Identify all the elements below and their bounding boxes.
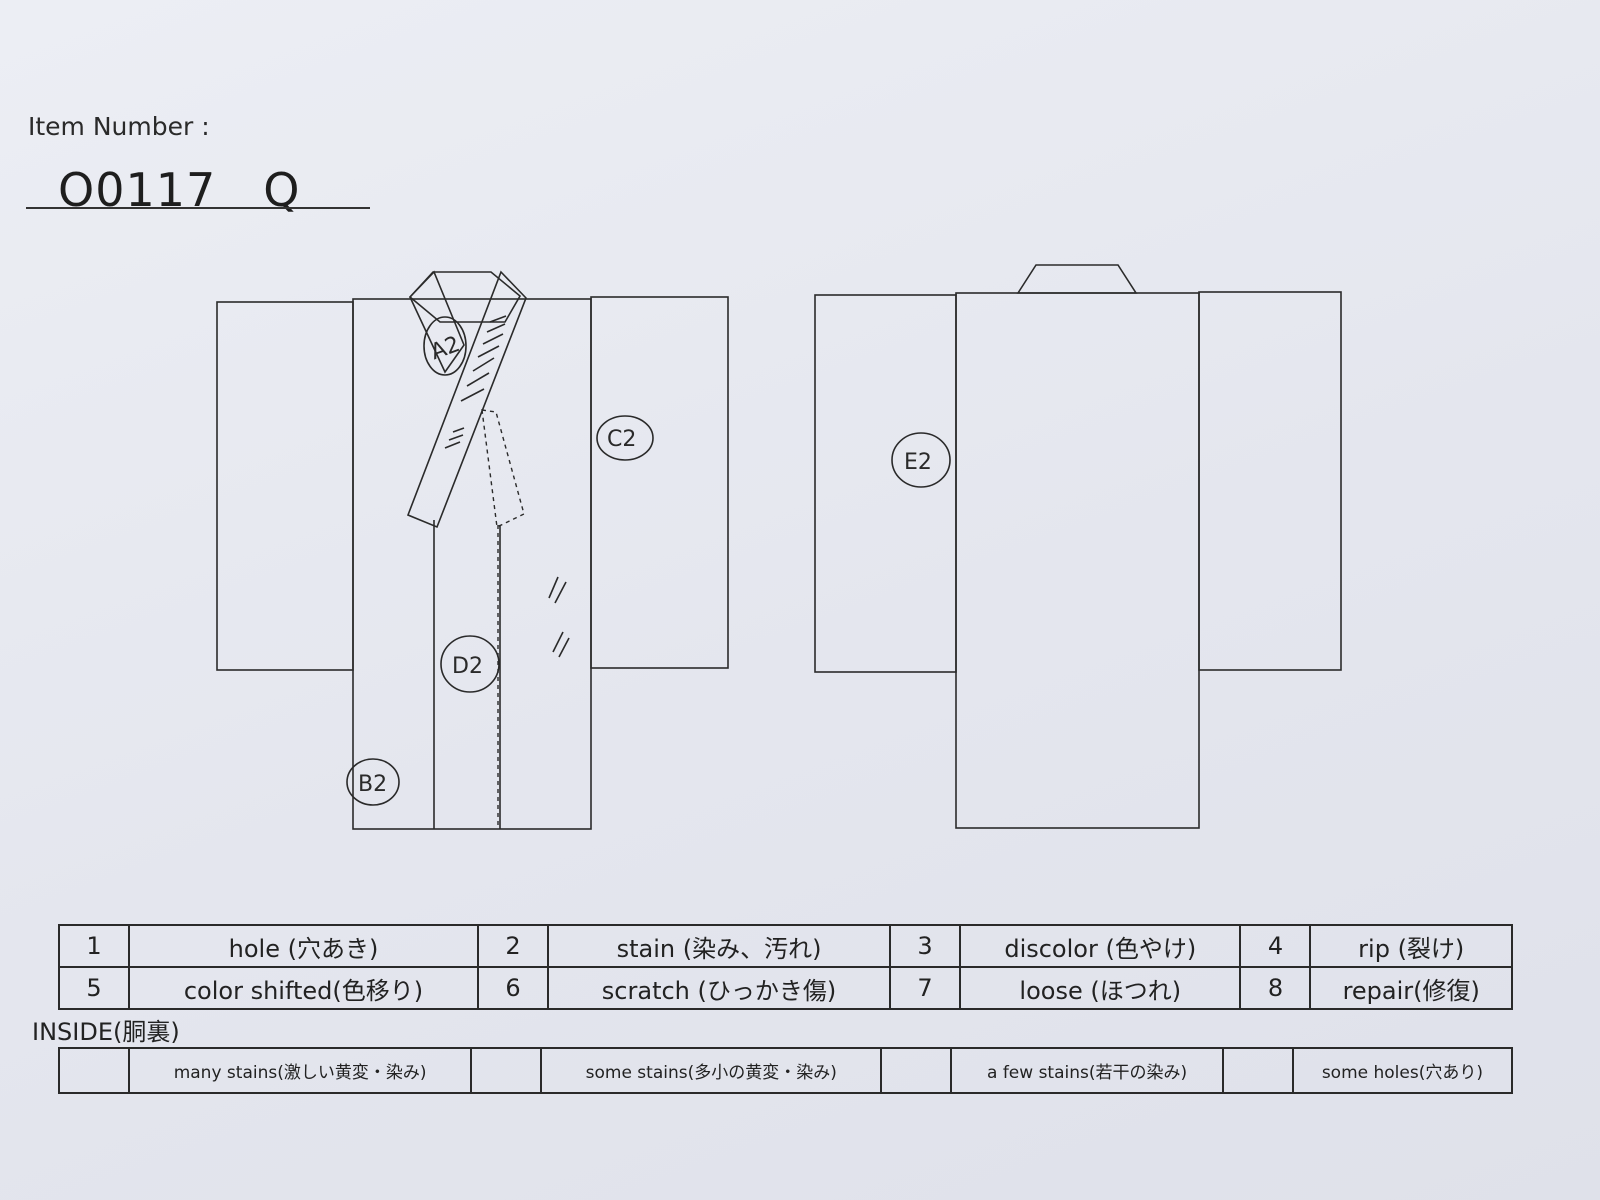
back-view-diagram: E2 <box>814 264 1342 829</box>
annotation-circle-a2 <box>423 316 467 376</box>
legend-label: stain (染み、汚れ) <box>547 924 892 968</box>
legend-label: hole (穴あき) <box>127 924 480 968</box>
scratch-marks-body <box>548 576 570 658</box>
inside-checkbox-cell <box>58 1047 130 1094</box>
item-number-underline <box>26 207 370 209</box>
inside-label: a few stains(若干の染み) <box>950 1047 1224 1094</box>
legend-label: repair(修復) <box>1309 966 1513 1010</box>
legend-number: 5 <box>58 966 130 1010</box>
inside-label: some holes(穴あり) <box>1291 1047 1514 1094</box>
annotation-c2-text: C2 <box>607 427 636 452</box>
annotation-circle-e2 <box>891 432 951 488</box>
annotation-b2-text: B2 <box>358 772 387 797</box>
item-number-label: Item Number : <box>28 112 210 141</box>
annotation-e2-text: E2 <box>904 450 932 475</box>
legend-number: 2 <box>477 924 550 968</box>
legend-row: 5 color shifted(色移り) 6 scratch (ひっかき傷) 7… <box>58 966 1513 1010</box>
collar-band-right <box>406 270 527 529</box>
annotation-circle-d2 <box>440 635 500 693</box>
inside-checkbox-cell <box>1221 1047 1294 1094</box>
inside-checkbox-cell <box>470 1047 543 1094</box>
legend-number: 6 <box>477 966 550 1010</box>
inside-lining-table: many stains(激しい黄変・染み) some stains(多小の黄変・… <box>58 1047 1514 1094</box>
legend-number: 3 <box>889 924 962 968</box>
legend-row: 1 hole (穴あき) 2 stain (染み、汚れ) 3 discolor … <box>58 924 1513 968</box>
legend-number: 7 <box>889 966 962 1010</box>
back-collar <box>1016 264 1138 294</box>
inside-row: many stains(激しい黄変・染み) some stains(多小の黄変・… <box>58 1047 1514 1094</box>
front-view-diagram: A2 C2 D2 B2 <box>216 270 729 830</box>
annotation-circle-b2 <box>346 758 400 806</box>
legend-label: rip (裂け) <box>1309 924 1513 968</box>
annotation-circle-c2 <box>596 415 654 461</box>
damage-legend-table: 1 hole (穴あき) 2 stain (染み、汚れ) 3 discolor … <box>58 924 1513 1010</box>
under-collar-dashed <box>481 409 525 529</box>
legend-label: color shifted(色移り) <box>127 966 480 1010</box>
legend-number: 8 <box>1239 966 1312 1010</box>
back-right-sleeve <box>1198 291 1342 671</box>
inside-checkbox-cell <box>880 1047 953 1094</box>
scratch-marks-collar <box>444 315 507 449</box>
legend-label: loose (ほつれ) <box>959 966 1242 1010</box>
annotation-a2-text: A2 <box>427 332 463 365</box>
back-body <box>955 292 1200 829</box>
front-left-sleeve <box>216 301 354 671</box>
front-right-sleeve <box>590 296 729 669</box>
legend-label: scratch (ひっかき傷) <box>547 966 892 1010</box>
inside-label: many stains(激しい黄変・染み) <box>127 1047 473 1094</box>
inside-label: some stains(多小の黄変・染み) <box>540 1047 883 1094</box>
collar-band-left <box>409 270 465 374</box>
front-body <box>352 298 592 830</box>
annotation-d2-text: D2 <box>452 654 483 679</box>
legend-number: 1 <box>58 924 130 968</box>
legend-number: 4 <box>1239 924 1312 968</box>
legend-label: discolor (色やけ) <box>959 924 1242 968</box>
inside-section-title: INSIDE(胴裏) <box>32 1018 180 1046</box>
